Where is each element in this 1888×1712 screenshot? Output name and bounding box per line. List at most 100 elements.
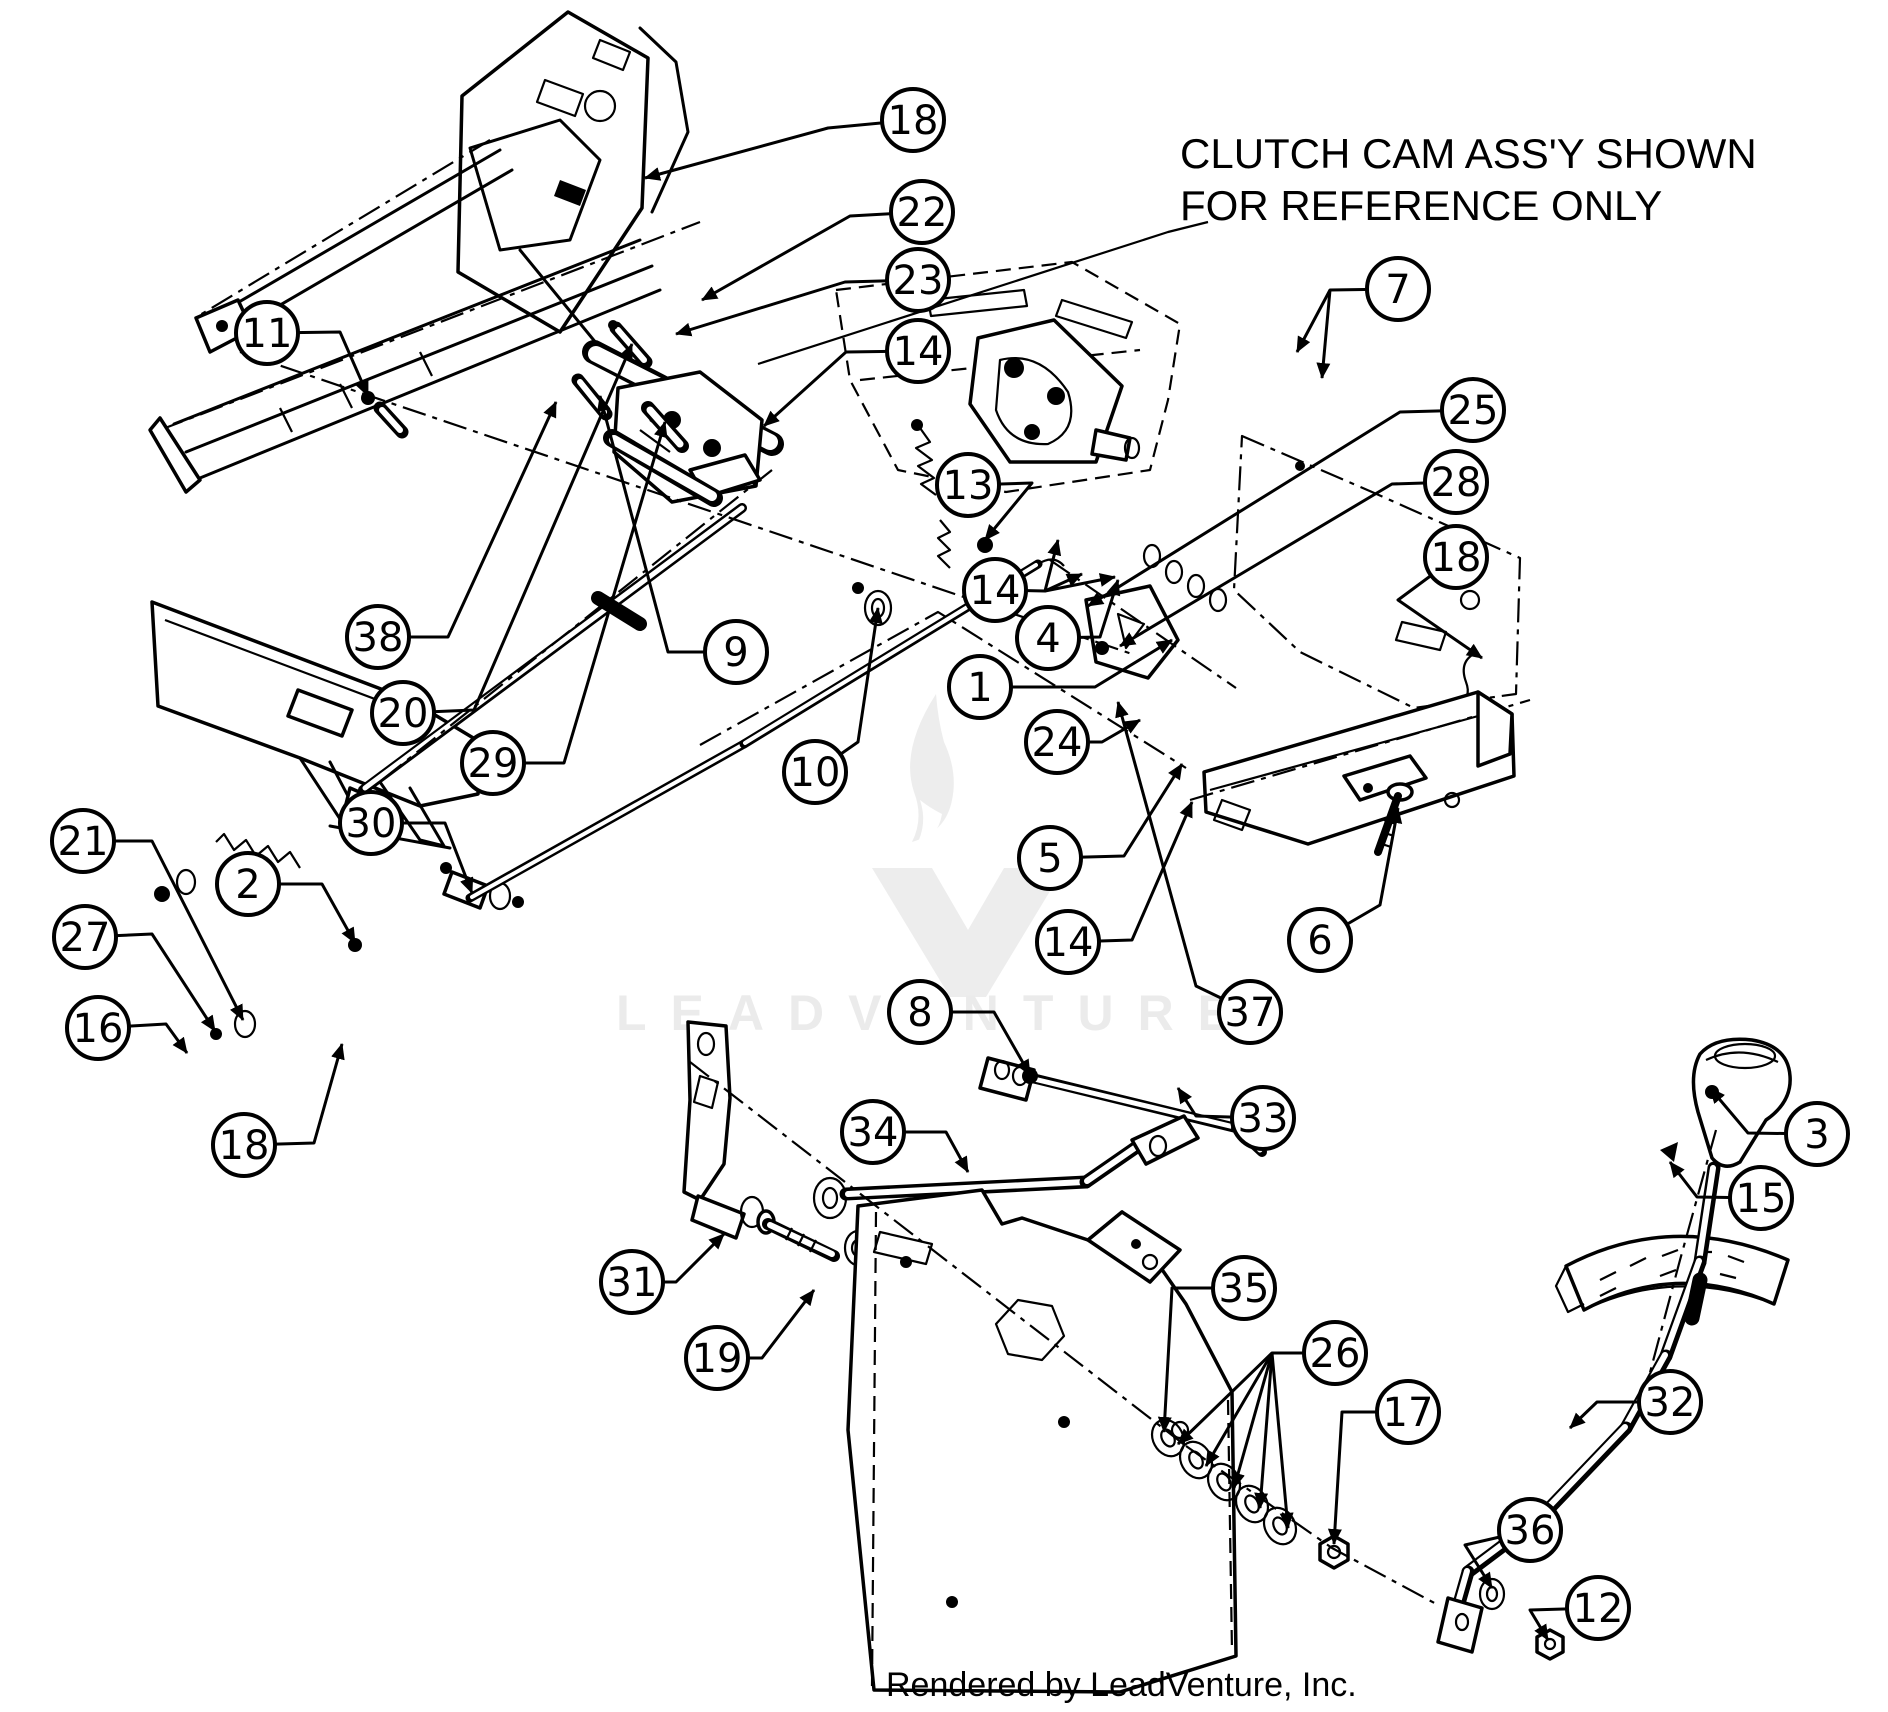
callout-circle — [1365, 256, 1431, 322]
callout-28: 28 — [1119, 449, 1489, 648]
callout-number: 24 — [1032, 720, 1083, 766]
leader-line — [675, 278, 919, 337]
leader-line — [1231, 1352, 1274, 1489]
callout-number: 6 — [1307, 918, 1332, 964]
callout-11: 11 — [234, 300, 370, 397]
callout-circle — [887, 979, 953, 1045]
flame-logo-icon — [910, 694, 954, 842]
callout-number: 30 — [346, 801, 397, 847]
callout-circle — [1637, 1369, 1703, 1435]
frame-rail-right — [1189, 690, 1531, 856]
callout-circle — [460, 730, 526, 796]
callout-number: 20 — [378, 691, 429, 737]
callout-circle — [962, 557, 1028, 623]
callout-25: 25 — [1087, 377, 1506, 608]
callout-number: 7 — [1385, 267, 1410, 313]
callout-circle — [52, 904, 118, 970]
callout-circle — [1423, 449, 1489, 515]
callout-circle — [1015, 605, 1081, 671]
carriage-bolt-11 — [361, 391, 409, 439]
callout-number: 27 — [60, 915, 111, 961]
callout-number: 18 — [1431, 535, 1482, 581]
brake-rod — [978, 1056, 1267, 1157]
callout-20: 20 — [370, 343, 634, 746]
callout-number: 25 — [1448, 388, 1499, 434]
callout-31: 31 — [599, 1232, 726, 1315]
callout-layer: 1822231411725281813144124910382029302122… — [50, 87, 1850, 1641]
callout-32: 32 — [1568, 1369, 1703, 1435]
callout-number: 23 — [893, 258, 944, 304]
callout-27: 27 — [52, 904, 217, 1032]
callout-circle — [885, 247, 951, 313]
reference-note-line1: CLUTCH CAM ASS'Y SHOWN — [1180, 130, 1757, 177]
callout-circle — [1217, 979, 1283, 1045]
callout-7: 7 — [1295, 256, 1431, 379]
callout-circle — [1728, 1165, 1794, 1231]
callout-10: 10 — [782, 607, 883, 805]
callout-30: 30 — [338, 790, 474, 894]
callout-14: 14 — [762, 318, 951, 428]
callout-circle — [935, 452, 1001, 518]
callout-number: 12 — [1573, 1586, 1624, 1632]
callout-number: 35 — [1219, 1266, 1270, 1312]
callout-circle — [1035, 909, 1101, 975]
callout-24: 24 — [1024, 709, 1141, 775]
centerlines — [239, 350, 1441, 1607]
frame-rail-left — [148, 139, 701, 494]
callout-number: 5 — [1037, 836, 1062, 882]
callout-38: 38 — [345, 401, 558, 670]
callout-number: 14 — [970, 568, 1021, 614]
callout-number: 31 — [607, 1260, 658, 1306]
callout-number: 16 — [73, 1006, 124, 1052]
callout-14: 14 — [1035, 801, 1194, 975]
callout-12: 12 — [1528, 1575, 1631, 1641]
callout-circle — [1211, 1255, 1277, 1321]
leader-line — [1270, 1352, 1294, 1529]
upper-bracket-plate — [456, 10, 690, 334]
callout-34: 34 — [840, 1099, 970, 1173]
callout-circle — [370, 680, 436, 746]
callout-circle — [885, 318, 951, 384]
callout-6: 6 — [1287, 807, 1403, 973]
callout-number: 36 — [1505, 1508, 1556, 1554]
callout-19: 19 — [684, 1289, 816, 1391]
callout-26: 26 — [1176, 1320, 1368, 1529]
callout-circle — [50, 808, 116, 874]
callout-circle — [1375, 1379, 1441, 1445]
callout-number: 13 — [943, 463, 994, 509]
callout-circle — [684, 1325, 750, 1391]
callout-circle — [1784, 1101, 1850, 1167]
callout-circle — [1287, 907, 1353, 973]
leader-line — [1254, 1352, 1274, 1509]
lower-side-panel — [846, 1188, 1238, 1694]
shift-lever-assembly — [1436, 1037, 1792, 1661]
callout-16: 16 — [65, 995, 189, 1061]
callout-circle — [889, 179, 955, 245]
callout-circle — [338, 790, 404, 856]
v-logo-icon — [872, 868, 1064, 997]
callout-36: 36 — [1463, 1497, 1563, 1589]
callout-number: 14 — [1043, 920, 1094, 966]
callout-33: 33 — [1176, 1085, 1296, 1151]
callout-4: 4 — [1015, 579, 1121, 671]
callout-circle — [703, 619, 769, 685]
callout-number: 22 — [897, 190, 948, 236]
callout-circle — [1024, 709, 1090, 775]
leader-line — [1115, 701, 1251, 1014]
callout-circle — [1440, 377, 1506, 443]
callout-circle — [234, 300, 300, 366]
callout-number: 14 — [893, 329, 944, 375]
callout-circle — [215, 851, 281, 917]
callout-number: 18 — [219, 1123, 270, 1169]
callout-number: 19 — [692, 1336, 743, 1382]
callout-2: 2 — [215, 851, 357, 944]
shift-link-bar — [812, 1114, 1200, 1220]
callout-14: 14 — [962, 539, 1116, 623]
leader-line — [980, 638, 1173, 689]
callout-circle — [1230, 1085, 1296, 1151]
callout-number: 8 — [907, 990, 932, 1036]
callout-number: 9 — [723, 630, 748, 676]
callout-number: 10 — [790, 750, 841, 796]
